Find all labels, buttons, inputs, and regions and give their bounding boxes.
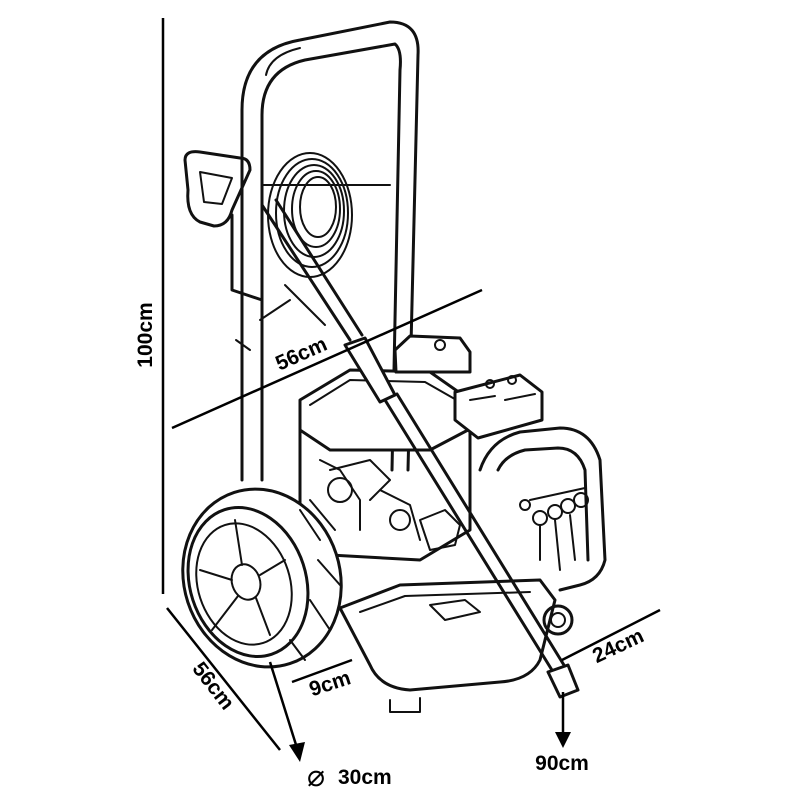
wand-length-arrow xyxy=(555,692,571,748)
wheel-offset-label: 9cm xyxy=(306,666,353,701)
depth-dimension-line xyxy=(166,607,281,751)
pressure-washer-drawing xyxy=(181,20,607,713)
pump-outlet xyxy=(542,604,574,636)
frame-handle xyxy=(240,20,420,482)
wheel-diameter-label: 30cm xyxy=(338,766,392,789)
wand-length-label: 90cm xyxy=(535,752,589,775)
wheel-diameter-arrow xyxy=(268,661,305,762)
pump-frame xyxy=(478,426,607,592)
control-panel xyxy=(453,373,544,440)
base-tray xyxy=(338,578,557,692)
depth-label: 56cm xyxy=(188,658,239,714)
spray-gun xyxy=(183,150,252,228)
wheel xyxy=(181,487,343,669)
arrow-down-icon xyxy=(289,742,305,762)
wheel-offset-dimension-line xyxy=(291,658,353,684)
diameter-symbol-icon: ⌀ xyxy=(307,760,325,793)
base-depth-dimension-line xyxy=(561,608,661,662)
height-label: 100cm xyxy=(134,302,157,367)
arrow-down-icon xyxy=(555,732,571,748)
width-dimension-line xyxy=(171,288,483,430)
spray-wand xyxy=(260,198,580,699)
